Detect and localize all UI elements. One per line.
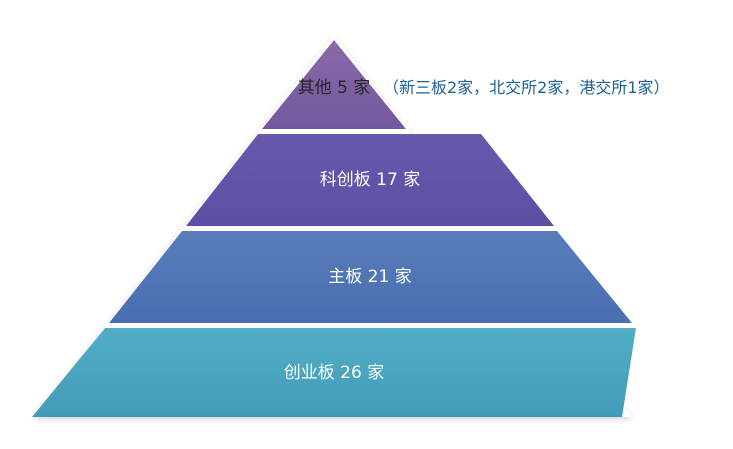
pyramid-tier-3: [109, 231, 632, 323]
tier-1-note: （新三板2家，北交所2家，港交所1家）: [383, 78, 670, 97]
tier-4-label: 创业板 26 家: [284, 363, 384, 383]
tier-3-label: 主板 21 家: [328, 267, 411, 287]
pyramid-tier-2: [186, 134, 554, 226]
pyramid-tier-4: [32, 328, 636, 417]
tier-2-label: 科创板 17 家: [320, 170, 420, 190]
pyramid-tier-1: [262, 40, 406, 129]
tier-1-label: 其他 5 家: [298, 78, 371, 98]
